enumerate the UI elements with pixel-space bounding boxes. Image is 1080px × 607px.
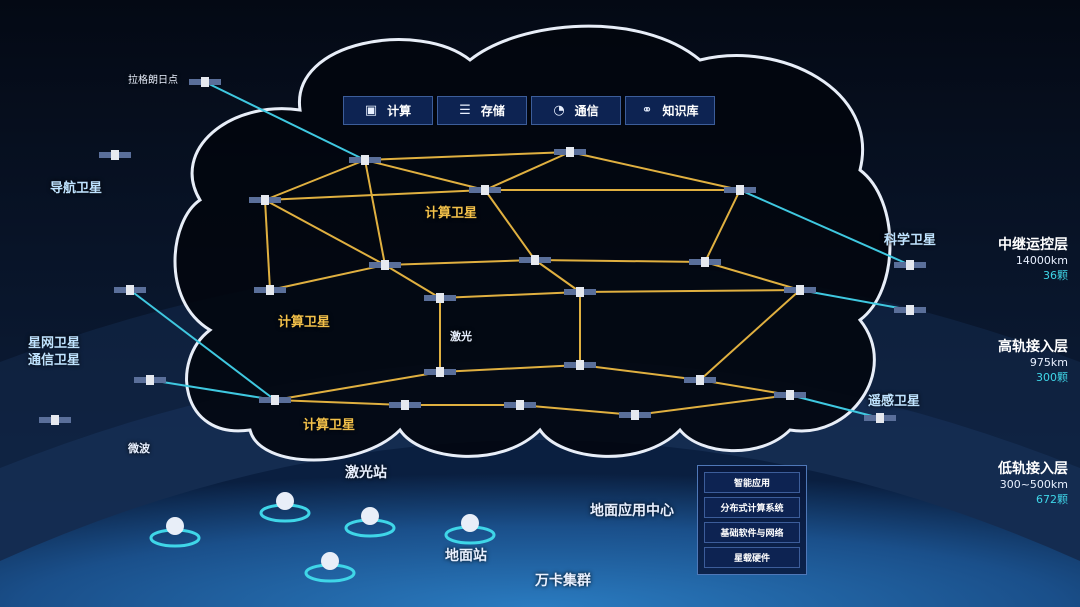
satellite-icon xyxy=(689,257,721,267)
tab-storage[interactable]: ☰存储 xyxy=(437,96,527,125)
satellite-icon xyxy=(684,375,716,385)
label-compute-top: 计算卫星 xyxy=(425,206,478,221)
laser-link xyxy=(274,399,406,406)
capability-tabs: ▣计算 ☰存储 ◔通信 ⚭知识库 xyxy=(343,96,715,125)
relay-beam xyxy=(789,394,881,419)
laser-link xyxy=(579,364,701,381)
laser-link xyxy=(264,199,386,266)
earth xyxy=(0,440,1080,607)
cloud-boundary xyxy=(173,24,892,462)
satellite-icon xyxy=(554,147,586,157)
laser-link xyxy=(364,159,486,191)
label-laser-station: 激光站 xyxy=(345,465,387,481)
laser-link xyxy=(264,189,486,201)
satellite-icon xyxy=(134,375,166,385)
software-stack: 智能应用 分布式计算系统 基础软件与网络 星载硬件 xyxy=(697,465,807,575)
satellite-icon xyxy=(254,285,286,295)
label-cluster: 万卡集群 xyxy=(535,573,591,589)
laser-link xyxy=(264,199,271,291)
label-microwave: 微波 xyxy=(128,442,150,455)
laser-link xyxy=(704,189,741,263)
laser-link xyxy=(704,261,801,291)
satellite-icon xyxy=(369,260,401,270)
satellite-icon xyxy=(774,390,806,400)
satellite-icon xyxy=(259,395,291,405)
satellite-icon xyxy=(564,360,596,370)
label-lagrange: 拉格朗日点 xyxy=(128,75,178,86)
laser-link xyxy=(364,151,571,161)
satellite-icon xyxy=(504,400,536,410)
label-navigation: 导航卫星 xyxy=(50,181,103,196)
laser-link xyxy=(264,159,366,201)
label-ground-center: 地面应用中心 xyxy=(590,503,674,519)
laser-link xyxy=(384,259,536,266)
graph-icon: ⚭ xyxy=(641,103,653,118)
satellite-icon xyxy=(189,77,221,87)
storage-icon: ☰ xyxy=(459,103,471,118)
laser-link xyxy=(439,291,581,299)
laser-link xyxy=(534,259,581,293)
laser-link xyxy=(484,189,536,261)
laser-link xyxy=(439,364,581,373)
relay-beam xyxy=(149,379,276,401)
ground-station-icon xyxy=(259,492,311,523)
label-starnet: 星网卫星 xyxy=(28,336,81,351)
satellite-icon xyxy=(864,413,896,423)
chip-icon: ▣ xyxy=(364,103,378,118)
relay-beam xyxy=(204,81,366,161)
ground-station-icon xyxy=(344,507,396,538)
satellite-icon xyxy=(619,410,651,420)
laser-link xyxy=(364,159,386,266)
satellite-icon xyxy=(389,400,421,410)
laser-link xyxy=(274,371,441,401)
satellite-icon xyxy=(114,285,146,295)
satellite-icon xyxy=(99,150,131,160)
laser-link xyxy=(534,259,706,263)
satellite-icon xyxy=(724,185,756,195)
tab-communication[interactable]: ◔通信 xyxy=(531,96,621,125)
dish-icon: ◔ xyxy=(553,103,565,118)
satellite-icon xyxy=(424,367,456,377)
tab-compute[interactable]: ▣计算 xyxy=(343,96,433,125)
satellite-icon xyxy=(894,260,926,270)
relay-beam xyxy=(129,289,276,401)
relay-beam xyxy=(739,189,911,266)
label-comm: 通信卫星 xyxy=(28,353,81,368)
laser-link xyxy=(484,151,571,191)
stack-distributed: 分布式计算系统 xyxy=(704,497,800,518)
label-remote: 遥感卫星 xyxy=(868,394,921,409)
laser-link xyxy=(384,264,441,299)
ground-station-icon xyxy=(304,552,356,583)
satellite-icon xyxy=(894,305,926,315)
stack-hardware: 星载硬件 xyxy=(704,547,800,568)
laser-link xyxy=(569,151,741,191)
satellite-icon xyxy=(249,195,281,205)
stack-base: 基础软件与网络 xyxy=(704,522,800,543)
laser-link xyxy=(269,264,386,291)
satellite-icon xyxy=(39,415,71,425)
satellite-icon xyxy=(564,287,596,297)
stack-app: 智能应用 xyxy=(704,472,800,493)
satellite-icon xyxy=(424,293,456,303)
satellite-icon xyxy=(784,285,816,295)
laser-link xyxy=(699,289,801,381)
satellite-icon xyxy=(349,155,381,165)
ground-station-icon xyxy=(149,517,201,548)
laser-link xyxy=(579,289,801,293)
tab-knowledge[interactable]: ⚭知识库 xyxy=(625,96,715,125)
relay-beam xyxy=(799,289,911,311)
ground-station-icon xyxy=(444,514,496,545)
label-science: 科学卫星 xyxy=(884,233,937,248)
satellite-icon xyxy=(469,185,501,195)
label-compute-mid: 计算卫星 xyxy=(278,315,331,330)
laser-link xyxy=(634,394,791,416)
label-ground-station: 地面站 xyxy=(445,548,487,564)
laser-link xyxy=(519,404,636,416)
satellite-icon xyxy=(519,255,551,265)
label-compute-low: 计算卫星 xyxy=(303,418,356,433)
label-laser: 激光 xyxy=(450,330,472,343)
